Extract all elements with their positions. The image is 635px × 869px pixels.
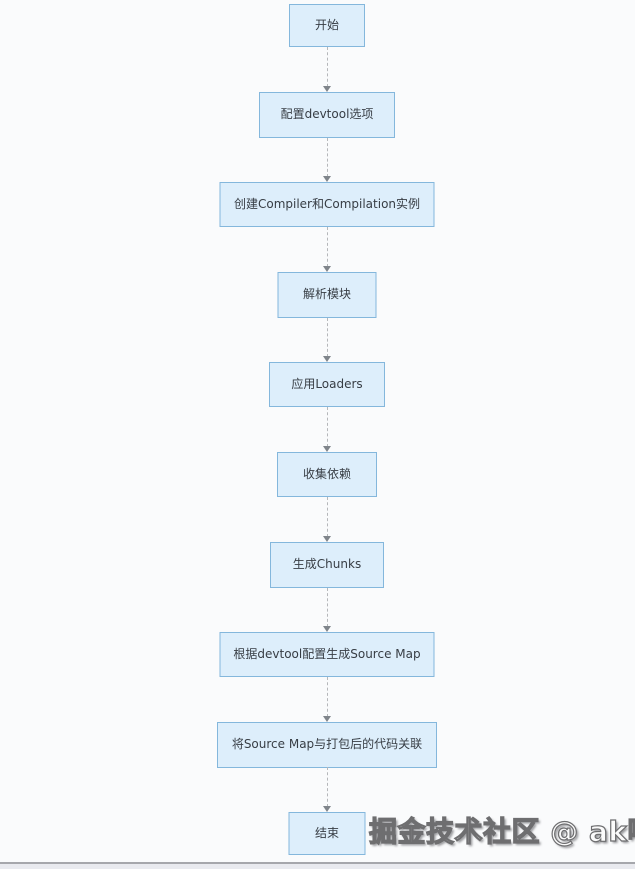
flow-node-start: 开始 bbox=[289, 4, 365, 47]
flow-node-step-6: 生成Chunks bbox=[270, 542, 384, 588]
flow-node-step-2: 创建Compiler和Compilation实例 bbox=[219, 182, 435, 227]
watermark: 掘金技术社区 @ ak啊 bbox=[368, 814, 635, 848]
flow-node-step-4: 应用Loaders bbox=[269, 362, 385, 407]
window-bottom-border bbox=[0, 862, 635, 864]
flow-node-step-3: 解析模块 bbox=[277, 272, 377, 318]
window-bottom-strip bbox=[0, 864, 635, 869]
flow-node-step-5: 收集依赖 bbox=[277, 452, 377, 497]
flow-node-end: 结束 bbox=[288, 812, 366, 855]
flow-node-step-8: 将Source Map与打包后的代码关联 bbox=[217, 722, 437, 768]
flow-node-step-1: 配置devtool选项 bbox=[259, 92, 395, 138]
flow-node-step-7: 根据devtool配置生成Source Map bbox=[219, 632, 435, 677]
